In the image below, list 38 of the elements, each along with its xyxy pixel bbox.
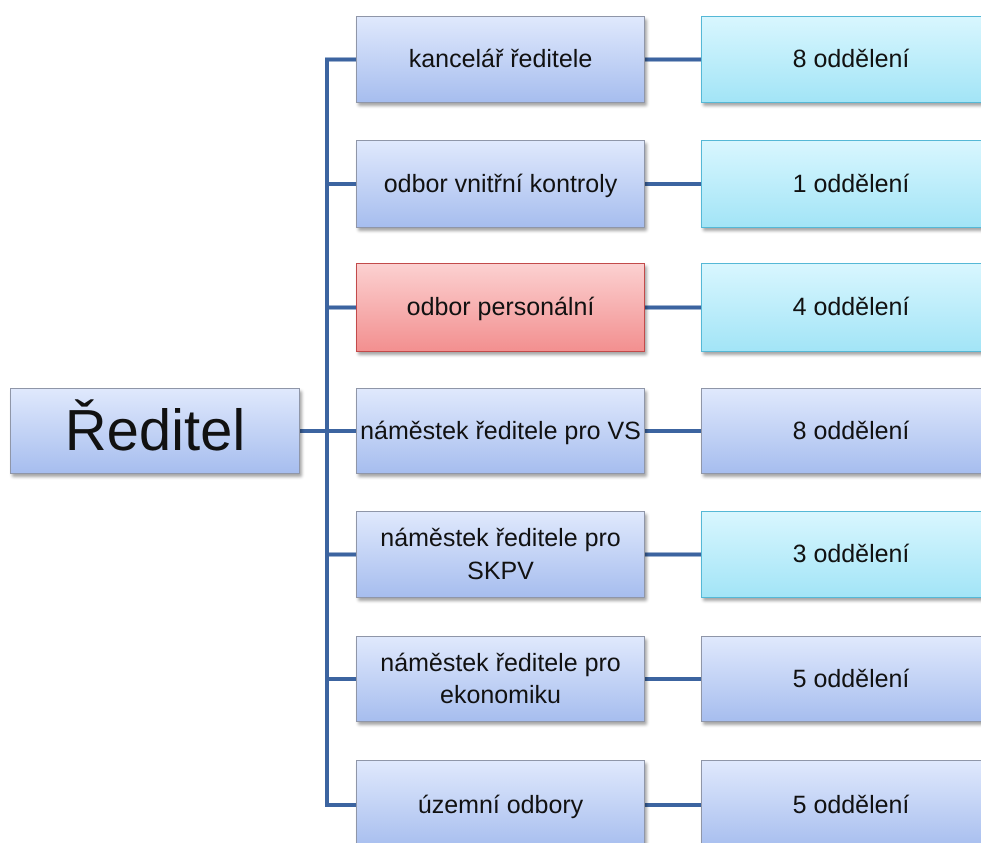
box-label: 1 oddělení xyxy=(792,168,910,200)
section-count-box xyxy=(701,511,981,598)
department-box xyxy=(356,388,645,474)
department-box xyxy=(356,16,645,103)
connector-line xyxy=(645,429,701,433)
section-count-box xyxy=(701,636,981,722)
box-label: náměstek ředitele pro VS xyxy=(360,416,641,447)
director-box xyxy=(10,388,300,474)
box-label: kancelář ředitele xyxy=(408,44,592,76)
box-label: odbor vnitřní kontroly xyxy=(384,168,618,200)
box-label: 5 oddělení xyxy=(792,790,910,821)
box-label: 5 oddělení xyxy=(792,664,910,695)
box-label: 8 oddělení xyxy=(792,416,910,447)
department-box xyxy=(356,263,645,352)
box-label: náměstek ředitele pro SKPV xyxy=(379,523,622,586)
box-label: 8 oddělení xyxy=(792,44,910,76)
connector-line xyxy=(645,182,701,186)
department-box xyxy=(356,140,645,228)
connector-line xyxy=(645,58,701,62)
connector-line xyxy=(645,803,701,807)
box-label: náměstek ředitele pro ekonomiku xyxy=(379,648,622,711)
department-box xyxy=(356,511,645,598)
box-label: územní odbory xyxy=(418,790,584,821)
box-label: Ředitel xyxy=(64,397,246,466)
department-box xyxy=(356,636,645,722)
section-count-box xyxy=(701,140,981,228)
connector-line xyxy=(645,306,701,310)
section-count-box xyxy=(701,16,981,103)
connector-line xyxy=(645,552,701,556)
section-count-box xyxy=(701,760,981,843)
department-box xyxy=(356,760,645,843)
section-count-box xyxy=(701,388,981,474)
box-label: odbor personální xyxy=(406,292,594,324)
section-count-box xyxy=(701,263,981,352)
connector-line xyxy=(300,429,356,807)
box-label: 3 oddělení xyxy=(792,539,910,570)
box-label: 4 oddělení xyxy=(792,292,910,324)
connector-line xyxy=(645,677,701,681)
